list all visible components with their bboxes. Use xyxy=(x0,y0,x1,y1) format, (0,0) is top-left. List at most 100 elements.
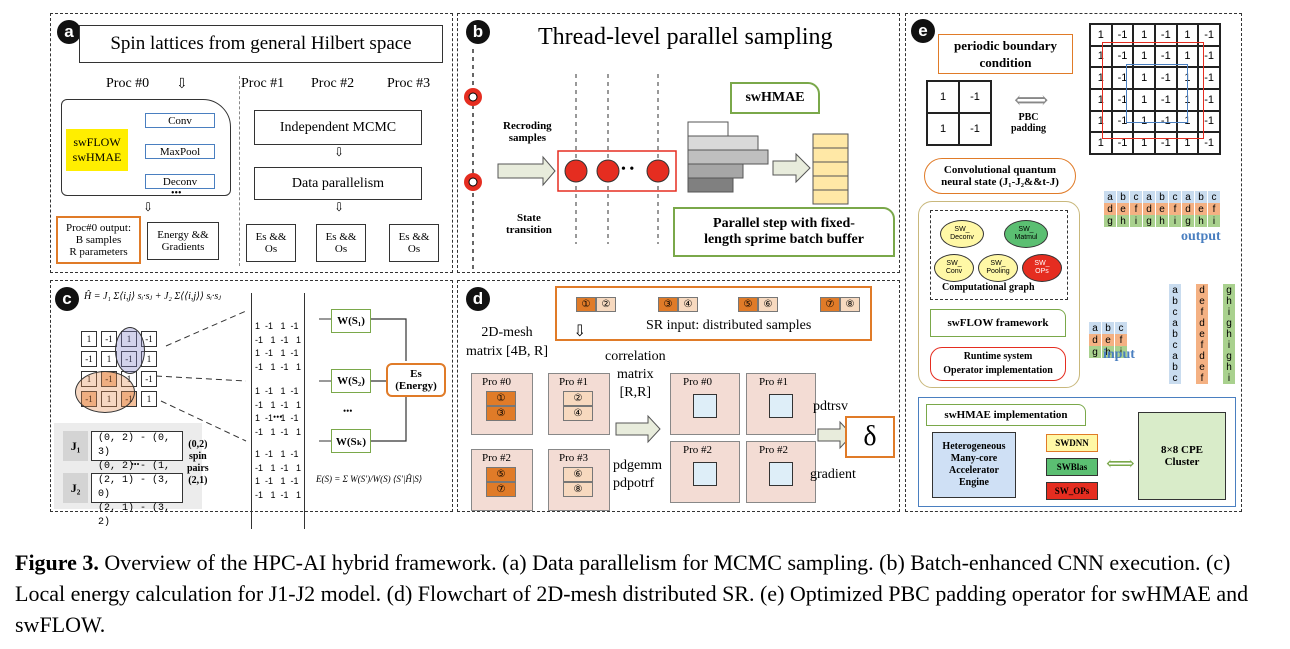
sr-block: ⑤ xyxy=(738,297,758,312)
swhmae-box: swHMAE xyxy=(730,82,820,114)
layer-dots: ••• xyxy=(171,188,182,199)
padded-grid-cell: -1 xyxy=(1154,88,1177,111)
engine-box: Heterogeneous Many-core Accelerator Engi… xyxy=(932,432,1016,498)
padded-grid-cell: -1 xyxy=(1111,88,1134,111)
padded-grid-cell: 1 xyxy=(1090,110,1112,133)
cqns-box: Convolutional quantum neural state (J₁-J… xyxy=(924,158,1076,194)
lib-swdnn: SWDNN xyxy=(1046,434,1098,452)
im2col-cell: c xyxy=(1169,339,1181,351)
transition-label: State transition xyxy=(506,212,552,236)
sr-block: ② xyxy=(596,297,616,312)
j2-row: (2, 1) - (3, 2) xyxy=(98,503,171,528)
pbc-padding-label: PBC padding xyxy=(1011,112,1047,134)
comp-graph-box xyxy=(930,210,1068,300)
im2col-cell: e xyxy=(1196,295,1208,307)
padded-grid-cell: -1 xyxy=(1154,24,1177,46)
im2col-cell: a xyxy=(1182,191,1194,203)
pro-r1-label: Pro #1 xyxy=(759,376,789,388)
pbc-box: periodic boundary condition xyxy=(938,34,1073,74)
pro-3-label: Pro #3 xyxy=(559,452,589,464)
proc-1-label: Proc #1 xyxy=(241,76,285,91)
spin-pairs-label: (0,2) spin pairs (2,1) xyxy=(187,439,209,486)
bidirectional-arrow-icon: ⟺ xyxy=(1106,453,1135,475)
j1-label: J₁ xyxy=(63,431,88,461)
im2col-cell: i xyxy=(1130,215,1142,227)
padded-grid-cell: 1 xyxy=(1133,132,1155,154)
op-conv: SW_ Conv xyxy=(934,254,974,282)
lattice-cell: 1 xyxy=(141,391,157,407)
padded-grid-cell: 1 xyxy=(1133,67,1155,89)
im2col-cell: a xyxy=(1169,284,1181,296)
padded-grid-cell: 1 xyxy=(1176,24,1199,46)
energy-gradients: Energy && Gradients xyxy=(147,222,219,260)
proc-3-label: Proc #3 xyxy=(387,76,431,91)
es-energy: Es (Energy) xyxy=(386,363,446,397)
im2col-cell: a xyxy=(1143,191,1155,203)
im2col-cell: g xyxy=(1089,346,1101,358)
comp-graph-label: Computational graph xyxy=(942,282,1035,293)
im2col-cell: i xyxy=(1223,372,1235,384)
padded-grid-cell: -1 xyxy=(1198,67,1220,89)
padded-grid-cell: 1 xyxy=(1090,132,1112,154)
pro-2-label: Pro #2 xyxy=(482,452,512,464)
op-matmul: SW_ Matmul xyxy=(1004,220,1048,248)
im2col-cell: e xyxy=(1196,328,1208,340)
pairs-ellipsis: ••• xyxy=(131,460,140,469)
im2col-cell: f xyxy=(1196,339,1208,351)
im2col-cell: e xyxy=(1102,334,1114,346)
im2col-cell: b xyxy=(1195,191,1207,203)
cpe-cluster: 8×8 CPE Cluster xyxy=(1138,412,1226,500)
figure-caption: Figure 3. Overview of the HPC-AI hybrid … xyxy=(15,547,1280,640)
sr-block: ③ xyxy=(658,297,678,312)
padded-grid-cell: -1 xyxy=(1111,45,1134,68)
grid-cell: -1 xyxy=(959,113,991,145)
padded-grid-cell: 1 xyxy=(1133,110,1155,133)
gradient-label: gradient xyxy=(810,467,856,482)
down-arrow-icon: ⇩ xyxy=(334,145,345,159)
im2col-cell: a xyxy=(1169,350,1181,362)
pro-r2-label: Pro #2 xyxy=(683,444,713,456)
im2col-cell: e xyxy=(1156,203,1168,215)
padded-grid-cell: 1 xyxy=(1176,132,1199,154)
delta-box: δ xyxy=(845,416,895,458)
chain-dots: • • xyxy=(621,162,635,177)
im2col-cell: c xyxy=(1169,306,1181,318)
recording-label: Recroding samples xyxy=(503,120,552,144)
swhmae-impl-title: swHMAE implementation xyxy=(926,404,1086,426)
independent-mcmc: Independent MCMC xyxy=(254,110,422,145)
im2col-cell: a xyxy=(1104,191,1116,203)
padded-grid-cell: -1 xyxy=(1154,132,1177,154)
im2col-cell: i xyxy=(1208,215,1220,227)
im2col-cell: d xyxy=(1089,334,1101,346)
sr-block: ④ xyxy=(678,297,698,312)
padded-grid-cell: 1 xyxy=(1090,88,1112,111)
pro-r0-label: Pro #0 xyxy=(683,376,713,388)
double-arrow-icon: ⟺ xyxy=(1014,88,1049,114)
panel-b-title: Thread-level parallel sampling xyxy=(538,24,833,50)
esos-1: Es && Os xyxy=(246,224,296,262)
j2-rows: (2, 1) - (3, 0) (2, 1) - (3, 2) xyxy=(91,473,183,528)
im2col-cell: g xyxy=(1223,317,1235,329)
im2col-cell: c xyxy=(1169,372,1181,384)
model-container xyxy=(61,99,231,196)
im2col-cell: e xyxy=(1196,361,1208,373)
im2col-cell: f xyxy=(1196,306,1208,318)
lattice-cell: -1 xyxy=(141,371,157,387)
pbc-blue-frame xyxy=(1126,64,1188,123)
padded-grid-cell: -1 xyxy=(1198,45,1220,68)
padded-grid-cell: -1 xyxy=(1111,67,1134,89)
connection-lines xyxy=(155,310,407,442)
j1-rows: (0, 2) - (0, 3) (0, 2) - (1, 2) xyxy=(91,431,183,486)
im2col-cell: h xyxy=(1223,328,1235,340)
maxpool-layer: MaxPool xyxy=(145,144,215,159)
lattice-cell: 1 xyxy=(141,351,157,367)
im2col-cell: f xyxy=(1115,334,1127,346)
corr-label: correlation matrix [R,R] xyxy=(605,349,666,400)
panel-b: b Thread-level parallel sampling Recrodi… xyxy=(457,13,900,273)
im2col-cell: h xyxy=(1195,215,1207,227)
caption-text: Overview of the HPC-AI hybrid framework.… xyxy=(15,550,1249,637)
padded-grid-cell: -1 xyxy=(1154,67,1177,89)
